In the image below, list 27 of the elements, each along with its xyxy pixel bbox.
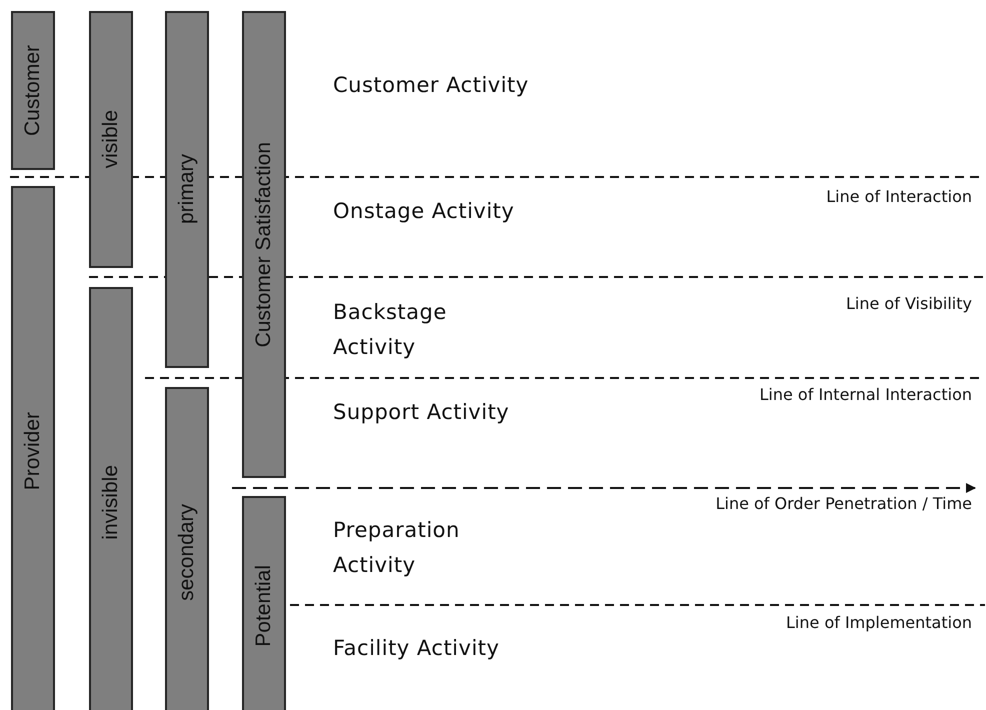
layer-label: Customer Satisfaction [252, 142, 276, 348]
line-label: Line of Implementation [786, 613, 972, 632]
layer-label: Customer [21, 44, 45, 136]
activity-label: Backstage Activity [333, 299, 448, 361]
layer-bar [11, 186, 55, 710]
layer-label: visible [99, 110, 123, 169]
line-label: Line of Interaction [826, 187, 972, 206]
layer-bar [242, 496, 286, 710]
layer-bar [11, 11, 55, 170]
layer-label: secondary [175, 504, 199, 600]
layer-bar [165, 387, 209, 710]
activity-label: Facility Activity [333, 635, 500, 662]
activity-label: Preparation Activity [333, 517, 461, 579]
activity-label: Customer Activity [333, 72, 530, 99]
layer-label: invisible [99, 464, 123, 540]
layer-bar [165, 11, 209, 368]
activity-label: Onstage Activity [333, 198, 516, 225]
layer-label: primary [175, 154, 199, 224]
layer-label: Potential [252, 565, 276, 647]
layer-bar [89, 287, 133, 710]
layer-label: Provider [21, 412, 45, 490]
layer-bar [89, 11, 133, 268]
activity-label: Support Activity [333, 399, 510, 426]
layer-bar [242, 11, 286, 478]
line-label: Line of Visibility [846, 294, 972, 313]
line-label: Line of Internal Interaction [760, 385, 972, 404]
line-label: Line of Order Penetration / Time [716, 494, 972, 513]
